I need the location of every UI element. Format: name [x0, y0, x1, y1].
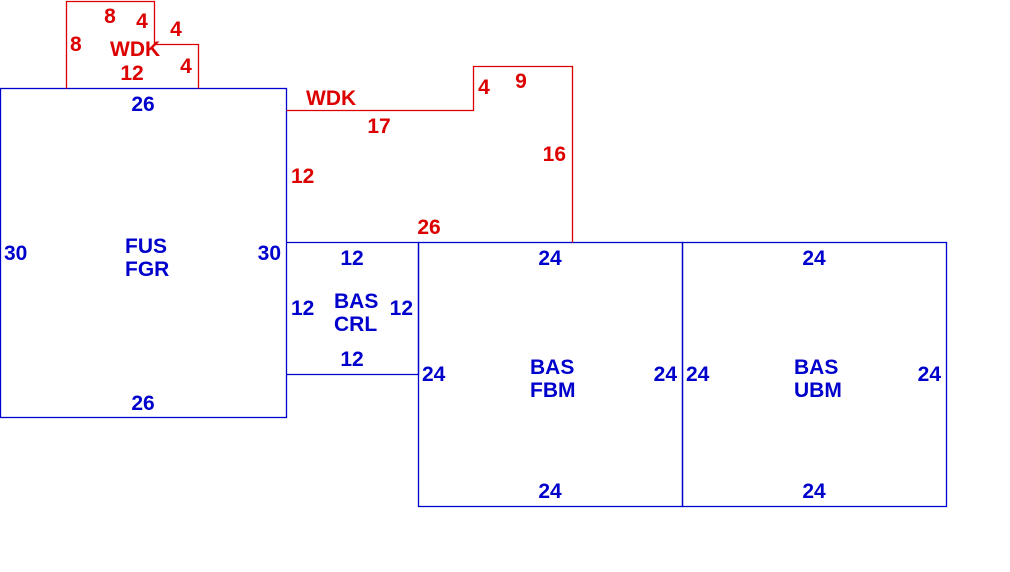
area-bas-fbm: 24 24 24 24 BAS FBM: [417, 241, 684, 508]
crl-dim-right: 12: [390, 297, 413, 320]
wdk-large-dim-bottom: 26: [417, 216, 440, 239]
ubm-outline: [681, 241, 948, 508]
fus-dim-left: 30: [4, 242, 27, 265]
area-wdk-small: 8 4 4 8 4 12 WDK: [65, 0, 200, 89]
wdk-small-label: WDK: [110, 38, 160, 61]
area-fus-fgr: 26 26 30 30 FUS FGR: [0, 87, 288, 419]
wdk-large-label: WDK: [306, 87, 356, 110]
fus-dim-top: 26: [131, 93, 154, 116]
fbm-dim-top: 24: [538, 247, 562, 270]
crl-label-line1: BAS: [334, 290, 378, 313]
wdk-small-outline: [65, 0, 200, 89]
ubm-dim-right: 24: [918, 363, 942, 386]
wdk-large-dim-right: 16: [543, 143, 566, 166]
wdk-small-dim-right: 4: [180, 55, 192, 78]
fbm-label-line1: BAS: [530, 356, 574, 379]
ubm-label-line2: UBM: [794, 379, 842, 402]
crl-dim-bottom: 12: [340, 348, 363, 371]
crl-dim-left: 12: [291, 297, 314, 320]
wdk-small-dim-step-horizontal: 4: [170, 18, 182, 41]
ubm-dim-left: 24: [686, 363, 710, 386]
fus-label-line2: FGR: [125, 258, 169, 281]
fbm-dim-right: 24: [654, 363, 678, 386]
fus-label-line1: FUS: [125, 235, 167, 258]
ubm-dim-top: 24: [802, 247, 826, 270]
fus-dim-right: 30: [258, 242, 281, 265]
wdk-large-dim-upper-horizontal: 17: [367, 115, 390, 138]
ubm-label-line1: BAS: [794, 356, 838, 379]
fbm-dim-left: 24: [422, 363, 446, 386]
wdk-small-dim-left: 8: [70, 33, 82, 56]
wdk-large-dim-left: 12: [291, 165, 314, 188]
area-wdk-large: 4 9 17 16 12 26 WDK: [286, 65, 574, 243]
ubm-dim-bottom: 24: [802, 480, 826, 503]
wdk-small-dim-bottom: 12: [120, 62, 143, 85]
wdk-small-dim-inner-vertical: 4: [136, 10, 148, 33]
wdk-large-dim-top: 9: [515, 70, 527, 93]
wdk-small-dim-top: 8: [104, 5, 116, 28]
area-bas-crl: 12 12 12 12 BAS CRL: [286, 241, 420, 376]
fbm-dim-bottom: 24: [538, 480, 562, 503]
fus-outline: [0, 87, 288, 419]
fus-dim-bottom: 26: [131, 392, 154, 415]
wdk-large-outline: [286, 65, 574, 243]
fbm-label-line2: FBM: [530, 379, 576, 402]
area-bas-ubm: 24 24 24 24 BAS UBM: [681, 241, 948, 508]
wdk-large-dim-step-vertical: 4: [478, 76, 490, 99]
crl-label-line2: CRL: [334, 313, 377, 336]
crl-dim-top: 12: [340, 247, 363, 270]
